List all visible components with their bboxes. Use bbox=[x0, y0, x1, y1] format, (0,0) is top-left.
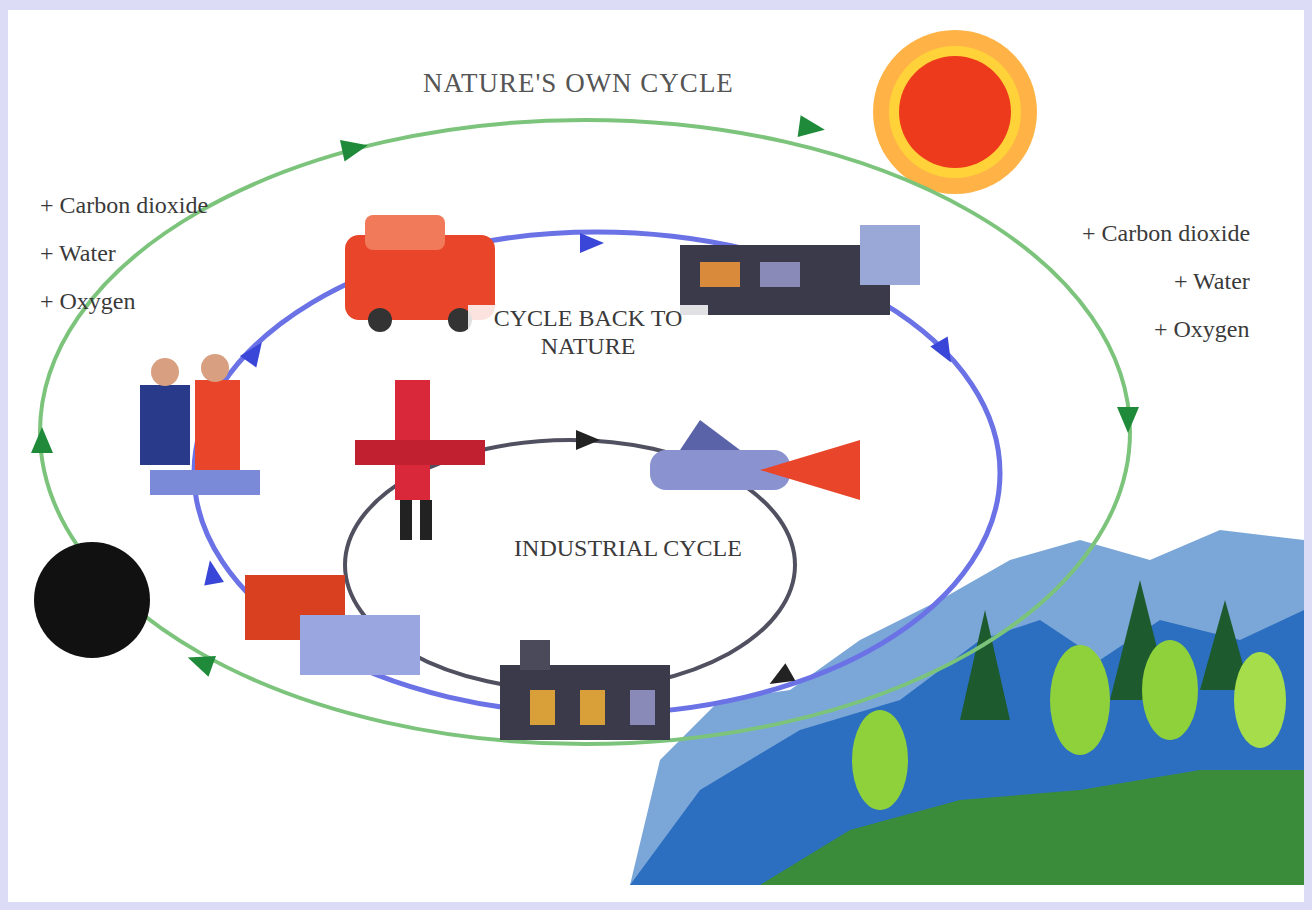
cycle-label: CYCLE BACK TO NATURE bbox=[468, 305, 708, 360]
gas-label: + Oxygen bbox=[1154, 316, 1250, 344]
cycle-label: INDUSTRIAL CYCLE bbox=[508, 535, 748, 563]
gas-label: + Carbon dioxide bbox=[40, 192, 208, 220]
gas-label: + Carbon dioxide bbox=[1082, 220, 1250, 248]
gas-label: + Water bbox=[1174, 268, 1250, 296]
diagram-title: NATURE'S OWN CYCLE bbox=[423, 68, 734, 99]
gas-label: + Water bbox=[40, 240, 116, 268]
gas-label: + Oxygen bbox=[40, 288, 136, 316]
